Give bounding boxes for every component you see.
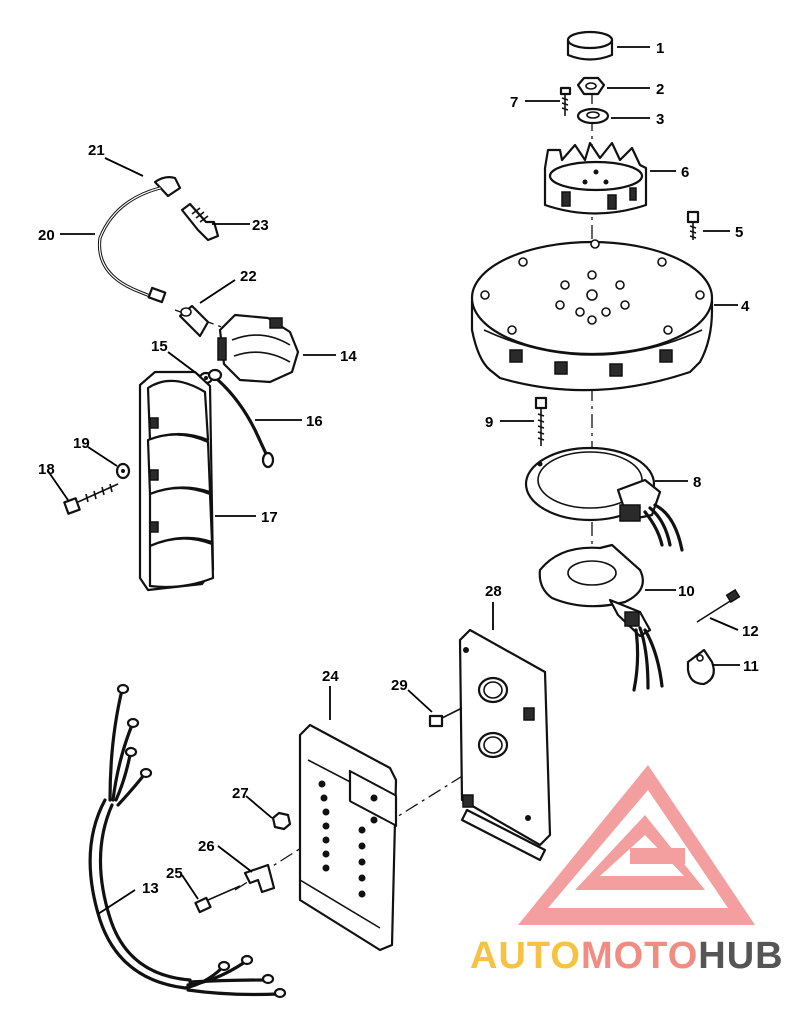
label-21: 21 [88, 142, 105, 159]
label-4: 4 [741, 298, 750, 315]
watermark-part1: AUTO [470, 935, 581, 977]
label-18: 18 [38, 461, 55, 478]
part-number-labels: 1 2 3 4 5 6 7 8 9 10 11 12 13 14 15 16 1… [38, 40, 759, 897]
label-7: 7 [510, 94, 518, 111]
label-26: 26 [198, 838, 215, 855]
label-14: 14 [340, 348, 357, 365]
part-screw-small [559, 86, 572, 116]
part-boot [178, 304, 210, 338]
label-28: 28 [485, 583, 502, 600]
watermark-part3: HUB [698, 935, 783, 977]
label-1: 1 [656, 40, 664, 57]
part-washer-19 [115, 462, 131, 480]
part-harness [88, 683, 287, 999]
part-spark-plug [180, 202, 220, 242]
label-22: 22 [240, 268, 257, 285]
part-ground-wire [207, 368, 275, 469]
label-24: 24 [322, 668, 339, 685]
label-13: 13 [142, 880, 159, 897]
part-stator-ring [524, 446, 684, 552]
part-clamp [686, 648, 715, 686]
part-bolt-9 [534, 396, 548, 446]
part-flywheel [470, 239, 714, 392]
label-20: 20 [38, 227, 55, 244]
label-29: 29 [391, 677, 408, 694]
label-5: 5 [735, 224, 743, 241]
label-23: 23 [252, 217, 269, 234]
part-screw-29 [428, 707, 463, 728]
part-trigger [538, 543, 664, 692]
watermark-text: AUTOMOTOHUB [470, 935, 784, 977]
part-starter-cup [543, 141, 648, 215]
part-coil-bank [138, 370, 215, 592]
part-mounting-plate [458, 628, 552, 862]
svg-text:AUTOMOTOHUB: AUTOMOTOHUB [470, 935, 784, 977]
label-2: 2 [656, 81, 664, 98]
label-10: 10 [678, 583, 695, 600]
part-spark-lead [97, 176, 182, 304]
part-bolt-18 [63, 483, 119, 515]
part-switch-box [298, 723, 398, 952]
label-16: 16 [306, 413, 323, 430]
part-coil [217, 313, 300, 384]
label-19: 19 [73, 435, 90, 452]
label-11: 11 [743, 658, 759, 675]
label-15: 15 [151, 338, 168, 355]
label-8: 8 [693, 474, 701, 491]
watermark-logo [518, 765, 755, 925]
part-nut-27 [271, 811, 292, 831]
part-clip [243, 863, 276, 894]
leader-lines [47, 46, 740, 915]
label-6: 6 [681, 164, 689, 181]
part-nut [576, 76, 606, 96]
label-12: 12 [742, 623, 759, 640]
label-9: 9 [485, 414, 493, 431]
part-cap [566, 30, 614, 61]
part-washer [576, 107, 610, 125]
label-27: 27 [232, 785, 249, 802]
watermark-part2: MOTO [581, 935, 698, 977]
label-25: 25 [166, 865, 183, 882]
label-3: 3 [656, 111, 664, 128]
label-17: 17 [261, 509, 278, 526]
part-screw-25 [194, 885, 241, 914]
part-bolt-5 [686, 210, 700, 240]
part-pin [696, 588, 741, 623]
